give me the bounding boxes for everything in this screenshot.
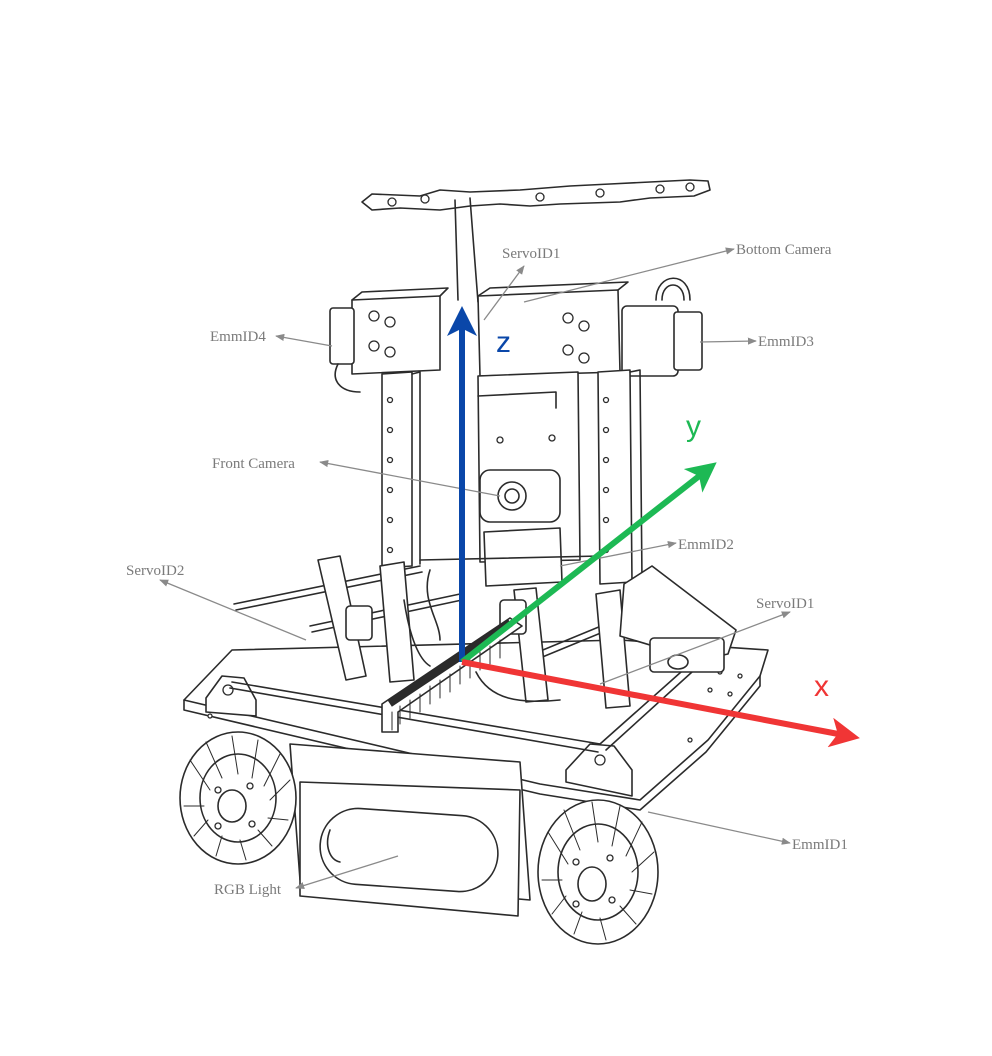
coordinate-axes: z y x	[447, 306, 860, 748]
z-axis-label: z	[496, 326, 511, 359]
label-emm-id2: EmmID2	[678, 537, 734, 553]
leader-emm-id4	[275, 333, 333, 347]
x-axis-label: x	[814, 670, 829, 703]
y-axis-arrow	[460, 462, 717, 665]
label-servo-id2: ServoID2	[126, 563, 184, 579]
label-bottom-camera: Bottom Camera	[736, 242, 832, 258]
leader-servo-id2	[159, 579, 307, 641]
mecanum-wheel-right	[537, 799, 659, 945]
lift-column	[381, 369, 643, 587]
leader-rgb-light	[295, 855, 399, 890]
callout-labels: ServoID1 Bottom Camera EmmID4 EmmID3 Fro…	[126, 242, 848, 898]
leader-front-camera	[319, 459, 501, 497]
label-rgb-light: RGB Light	[214, 882, 282, 898]
top-gripper-plate	[361, 179, 711, 303]
label-emm-id4: EmmID4	[210, 329, 266, 345]
lower-chassis	[289, 743, 531, 917]
label-front-camera: Front Camera	[212, 456, 295, 472]
y-axis-label: y	[686, 410, 701, 443]
leader-bottom-camera	[523, 247, 735, 303]
mecanum-wheel-left	[179, 731, 297, 865]
robot-line-art	[179, 179, 769, 945]
label-servo-id1-side: ServoID1	[756, 596, 814, 612]
leader-lines	[159, 247, 791, 890]
leader-servo-id1-top	[483, 265, 525, 321]
label-emm-id1: EmmID1	[792, 837, 848, 853]
label-servo-id1-top: ServoID1	[502, 246, 560, 262]
leader-servo-id1-side	[599, 611, 791, 685]
upper-motor-box	[329, 277, 703, 393]
label-emm-id3: EmmID3	[758, 334, 814, 350]
leader-emm-id2	[559, 541, 677, 567]
leader-emm-id3	[699, 337, 757, 345]
leader-emm-id1	[647, 811, 791, 845]
x-axis-arrow	[461, 659, 860, 748]
